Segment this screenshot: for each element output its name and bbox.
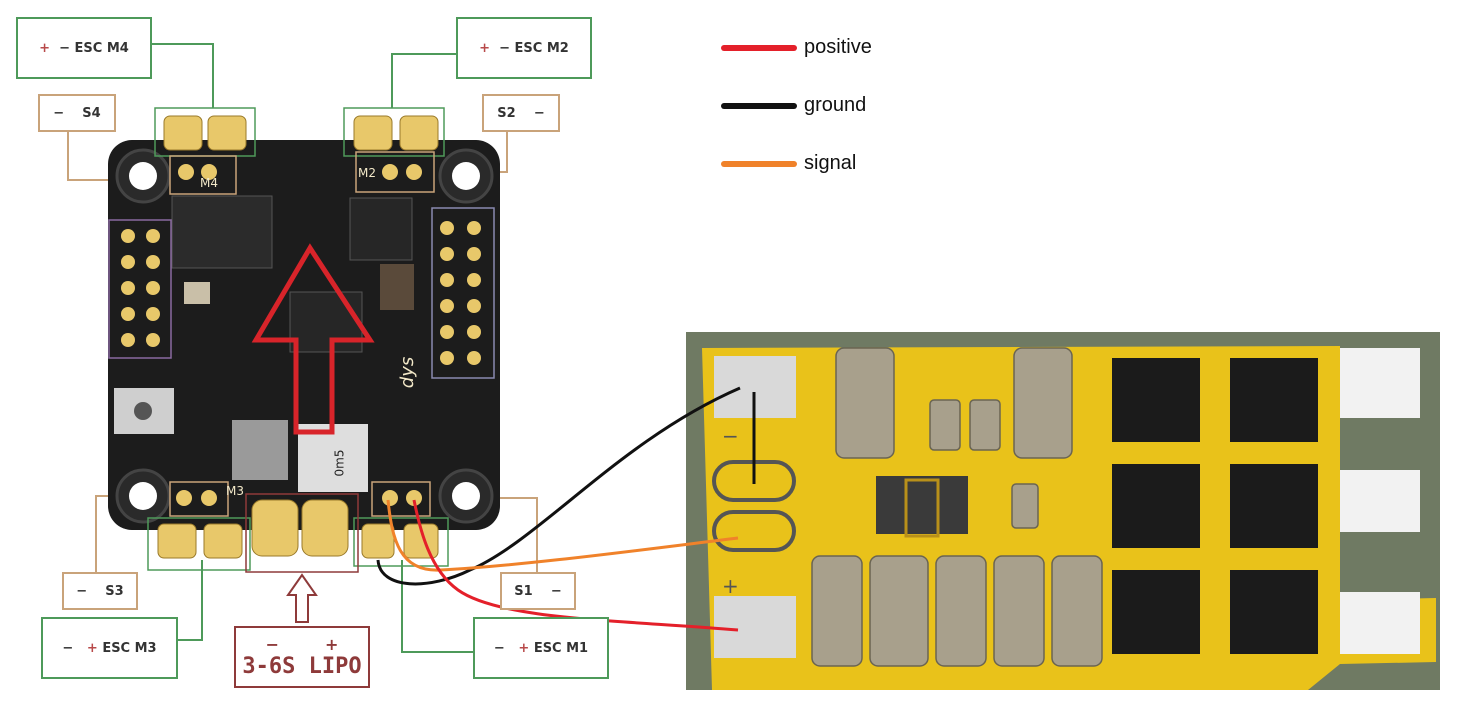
silk-res: 0m5 bbox=[332, 449, 347, 477]
label-lipo: − + 3-6S LIPO bbox=[234, 626, 370, 688]
plus-sign: + bbox=[518, 640, 530, 656]
esc-m4-text: ESC M4 bbox=[74, 40, 129, 56]
silk-m4: M4 bbox=[200, 176, 218, 190]
flight-controller-board bbox=[108, 107, 500, 573]
ground-wire bbox=[376, 386, 741, 586]
legend-ground-label: ground bbox=[804, 94, 867, 116]
minus-sign: − bbox=[499, 40, 511, 56]
lipo-arrow bbox=[286, 573, 318, 623]
plus-sign: + bbox=[39, 40, 51, 56]
esc-m2-leader bbox=[391, 53, 457, 108]
s4-text: S4 bbox=[82, 105, 101, 121]
s3-text: S3 bbox=[105, 583, 124, 599]
plus-sign: + bbox=[479, 40, 491, 56]
esc-m3-text: ESC M3 bbox=[102, 640, 157, 656]
signal-wire bbox=[386, 499, 739, 572]
label-s2: S2 − bbox=[482, 94, 560, 132]
legend-signal-label: signal bbox=[804, 152, 857, 174]
legend-positive-label: positive bbox=[804, 36, 872, 58]
minus-sign: − bbox=[493, 640, 505, 656]
minus-sign: − bbox=[550, 583, 562, 599]
label-esc-m1: − + ESC M1 bbox=[473, 617, 609, 679]
esc-m3-leader bbox=[178, 560, 203, 641]
silk-m3: M3 bbox=[226, 484, 244, 498]
label-s1: S1 − bbox=[500, 572, 576, 610]
label-esc-m3: − + ESC M3 bbox=[41, 617, 178, 679]
label-s4: − S4 bbox=[38, 94, 116, 132]
minus-sign: − bbox=[76, 583, 88, 599]
esc-m1-text: ESC M1 bbox=[533, 640, 589, 656]
s1-text: S1 bbox=[514, 583, 533, 599]
silk-brand: dys bbox=[397, 356, 419, 389]
esc-pad-minus: − bbox=[722, 424, 739, 448]
esc-m4-leader bbox=[152, 43, 214, 108]
plus-sign: + bbox=[86, 640, 98, 656]
silk-m2: M2 bbox=[358, 166, 376, 180]
minus-sign: − bbox=[53, 105, 65, 121]
esc-pad-plus: + bbox=[722, 574, 739, 598]
esc-m1-leader bbox=[401, 560, 473, 653]
minus-sign: − bbox=[62, 640, 74, 656]
esc-board bbox=[686, 332, 1440, 690]
lipo-text: 3-6S LIPO bbox=[242, 653, 362, 679]
forward-arrow bbox=[251, 243, 375, 435]
minus-sign: − bbox=[265, 634, 279, 654]
minus-sign: − bbox=[533, 105, 545, 121]
label-esc-m4: + − ESC M4 bbox=[16, 17, 152, 79]
label-s3: − S3 bbox=[62, 572, 138, 610]
s2-text: S2 bbox=[497, 105, 516, 121]
minus-sign: − bbox=[59, 40, 71, 56]
positive-wire bbox=[412, 499, 739, 632]
label-esc-m2: + − ESC M2 bbox=[456, 17, 592, 79]
esc-m2-text: ESC M2 bbox=[514, 40, 569, 56]
plus-sign: + bbox=[325, 634, 339, 654]
